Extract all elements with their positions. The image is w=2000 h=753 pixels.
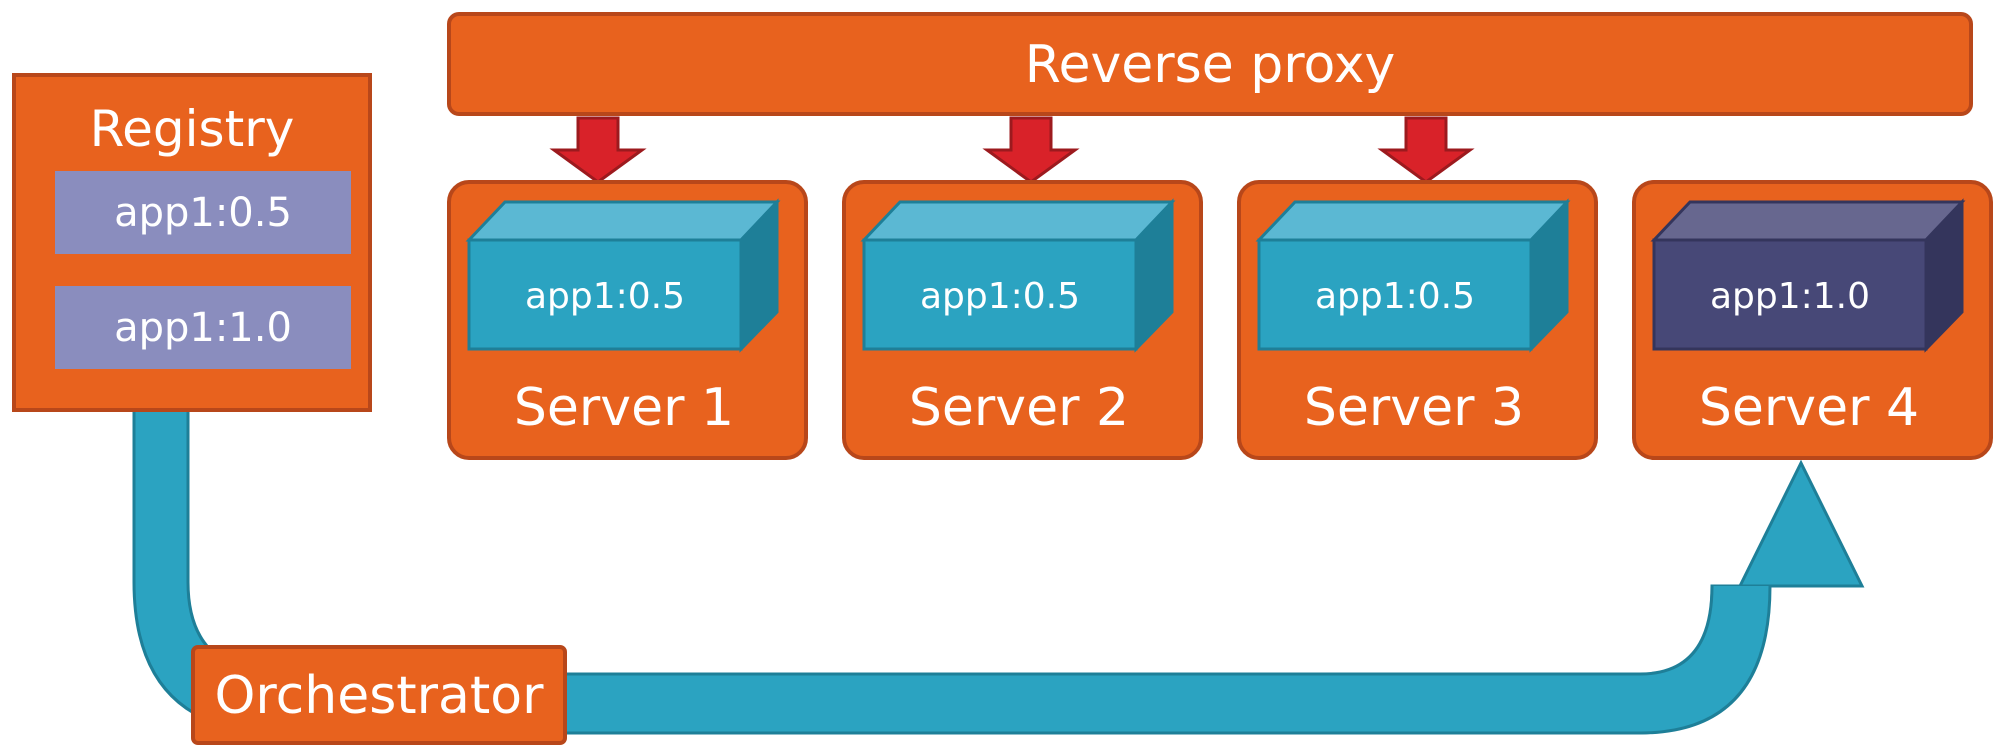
orchestrator-box (191, 645, 567, 745)
server-label: Server 4 (1699, 378, 1919, 438)
server-1: app1:0.5 Server 1 (447, 180, 808, 460)
deployment-flow-arrow-shaft-outline (1639, 585, 1772, 735)
orchestrator: Orchestrator (191, 645, 567, 745)
traffic-arrows (549, 116, 1475, 184)
registry-title: Registry (90, 100, 295, 158)
reverse-proxy-label: Reverse proxy (1025, 35, 1396, 95)
registry-item-label: app1:0.5 (114, 190, 292, 236)
reverse-proxy: Reverse proxy (447, 12, 1973, 116)
container-label: app1:1.0 (1710, 276, 1870, 317)
reverse-proxy-box (447, 12, 1973, 116)
registry-item: app1:1.0 (55, 286, 351, 369)
traffic-arrow (982, 116, 1080, 184)
server-2: app1:0.5 Server 2 (842, 180, 1203, 460)
server-3: app1:0.5 Server 3 (1237, 180, 1598, 460)
container-cube: app1:1.0 (1650, 198, 1966, 353)
registry-item-label: app1:1.0 (114, 305, 292, 351)
server-label: Server 3 (1304, 378, 1524, 438)
registry: Registry app1:0.5 app1:1.0 (12, 73, 372, 412)
deployment-flow-arrow-shaft (1640, 586, 1770, 733)
container-cube: app1:0.5 (860, 198, 1176, 353)
server-4: app1:1.0 Server 4 (1632, 180, 1993, 460)
deployment-flow-arrowhead (1737, 459, 1865, 588)
container-cube: app1:0.5 (465, 198, 781, 353)
server-label: Server 2 (909, 378, 1129, 438)
container-cube: app1:0.5 (1255, 198, 1571, 353)
orchestrator-label: Orchestrator (214, 666, 544, 726)
registry-item: app1:0.5 (55, 171, 351, 254)
traffic-arrow (549, 116, 647, 184)
server-label: Server 1 (514, 378, 734, 438)
traffic-arrow (1377, 116, 1475, 184)
container-label: app1:0.5 (920, 276, 1080, 317)
container-label: app1:0.5 (525, 276, 685, 317)
container-label: app1:0.5 (1315, 276, 1475, 317)
